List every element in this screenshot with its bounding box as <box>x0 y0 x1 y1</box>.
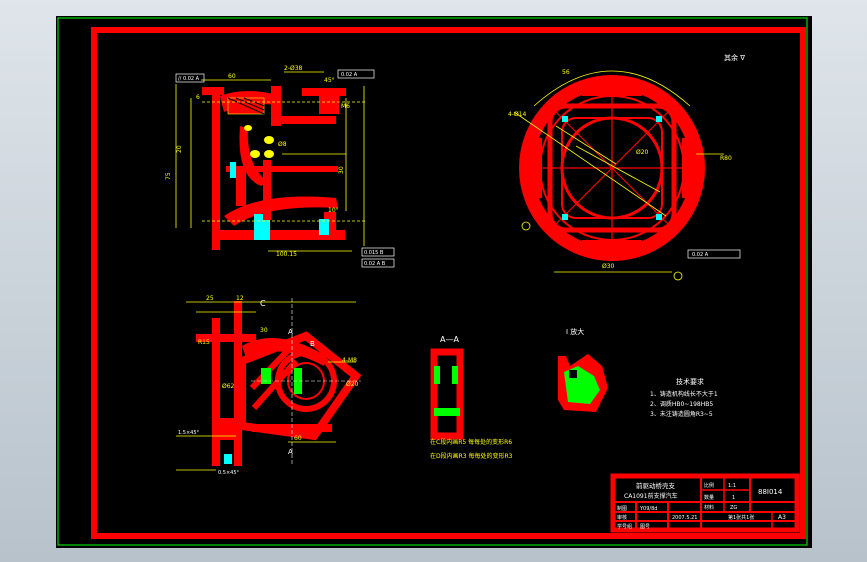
tolerance-frame-4: 0.02 A B <box>364 261 386 267</box>
title-date-2: 第1张共1张 <box>728 514 754 521</box>
title-name-2: CA1091前支撑汽车 <box>624 492 678 500</box>
outer-frame <box>57 17 808 546</box>
main-dim-1: 6 <box>196 94 200 101</box>
lower-dim-6: Ø20 <box>346 381 359 388</box>
title-cell-2: 1:1 <box>728 483 736 489</box>
title-cell-4: 1 <box>732 495 735 501</box>
tolerance-frame-5: 0.02 A <box>692 252 709 258</box>
title-block: 前驱动桥壳支 CA1091前支撑汽车 比例 1:1 数量 1 材料 ZG 88I… <box>610 473 800 533</box>
side-dim-1: 10° <box>328 207 339 214</box>
main-dim-5: Ø8 <box>278 141 287 148</box>
title-drawing-no: 88I014 <box>758 488 783 496</box>
lower-label-b: B <box>310 340 315 348</box>
title-row-3: 学号组 <box>617 523 632 530</box>
tolerance-frame-2: 0.02 A <box>341 72 358 78</box>
lower-label-chamfer-1: 1.5×45° <box>178 430 200 436</box>
main-dim-4: 2-Ø38 <box>284 65 303 72</box>
tech-item-3: 3、未注铸造圆角R3~5 <box>650 410 713 418</box>
title-name-1: 前驱动桥壳支 <box>636 481 676 490</box>
lower-label-chamfer-2: 0.5×45° <box>218 470 240 476</box>
lower-label-c: C <box>260 299 266 308</box>
main-view: 6 20 M6 2-Ø38 Ø8 45° 75 30 60 10° 100.15 <box>165 65 366 258</box>
detail-title: I 放大 <box>566 327 584 336</box>
lower-dim-2: 12 <box>236 295 244 302</box>
tolerance-frame-1: // 0.02 A <box>178 76 200 82</box>
title-cell-5: 材料 <box>704 504 714 511</box>
section-note-1: 在C段内画R5 每每处的变形R6 <box>430 438 512 446</box>
main-dim-2: 20 <box>176 145 183 153</box>
plan-dim-1: 4-Ø14 <box>508 111 527 118</box>
title-person: Y09/8d <box>639 506 657 512</box>
lower-dim-3: R15 <box>198 339 210 346</box>
drawing-viewport[interactable]: 6 20 M6 2-Ø38 Ø8 45° 75 30 60 10° 100.15… <box>56 16 812 548</box>
tech-title: 技术要求 <box>676 377 704 386</box>
main-dim-9: 60 <box>228 73 236 80</box>
main-dim-6: 45° <box>324 77 335 84</box>
drawing-border <box>91 27 806 539</box>
lower-dim-1: 25 <box>206 295 214 302</box>
plan-dim-4: Ø30 <box>602 263 615 270</box>
section-aa: A—A 在C段内画R5 每每处的变形R6 在D段内画R3 每每处的变形R3 <box>430 335 513 460</box>
title-cell-6: ZG <box>730 505 737 511</box>
lower-dim-7: 30 <box>260 327 268 334</box>
title-cell-1: 比例 <box>704 482 714 489</box>
plan-dim-3: 56 <box>562 69 570 76</box>
title-date-3: 图号 <box>640 524 650 530</box>
lower-label-4m8: 4-M8 <box>342 357 357 364</box>
lower-view: C A B A 4-M8 1.5×45° 0.5×45° 25 12 R15 Ø… <box>176 295 362 476</box>
lower-dim-4: Ø62 <box>222 383 235 390</box>
title-row-2: 审核 <box>617 514 627 521</box>
plan-dim-5: Ø20 <box>636 149 649 156</box>
lower-dim-5: 60 <box>294 435 302 442</box>
drawing-canvas: 6 20 M6 2-Ø38 Ø8 45° 75 30 60 10° 100.15… <box>57 17 808 546</box>
main-dim-3: M6 <box>341 103 350 110</box>
tech-item-2: 2、调质HB0~198HB5 <box>650 400 713 408</box>
plan-view: 4-Ø14 R80 56 Ø30 Ø20 <box>508 69 732 281</box>
title-cell-3: 数量 <box>704 494 714 501</box>
tech-requirements: 技术要求 1、铸造机构线长不大于1 2、调质HB0~198HB5 3、未注铸造圆… <box>650 377 718 418</box>
tolerance-frames: // 0.02 A 0.02 A 0.015 B 0.02 A B 0.02 A <box>175 69 741 268</box>
lower-label-a-top: A <box>288 328 293 336</box>
main-dim-8: 30 <box>338 166 345 174</box>
tech-item-1: 1、铸造机构线长不大于1 <box>650 390 718 398</box>
tolerance-frame-3: 0.015 B <box>364 250 384 256</box>
title-row-1: 制图 <box>617 505 627 512</box>
main-dim-7: 75 <box>165 172 172 180</box>
side-dim-2: 100.15 <box>276 251 297 258</box>
section-title: A—A <box>440 335 459 344</box>
title-date-1: 2007.5.21 <box>672 515 697 521</box>
plan-dim-2: R80 <box>720 155 732 162</box>
section-note-2: 在D段内画R3 每每处的变形R3 <box>430 452 513 460</box>
lower-label-a-bottom: A <box>288 448 293 456</box>
roughness-mark: 其余 ∇ <box>724 53 745 62</box>
title-sheet: A3 <box>778 514 786 521</box>
detail-view: I 放大 <box>558 327 608 412</box>
